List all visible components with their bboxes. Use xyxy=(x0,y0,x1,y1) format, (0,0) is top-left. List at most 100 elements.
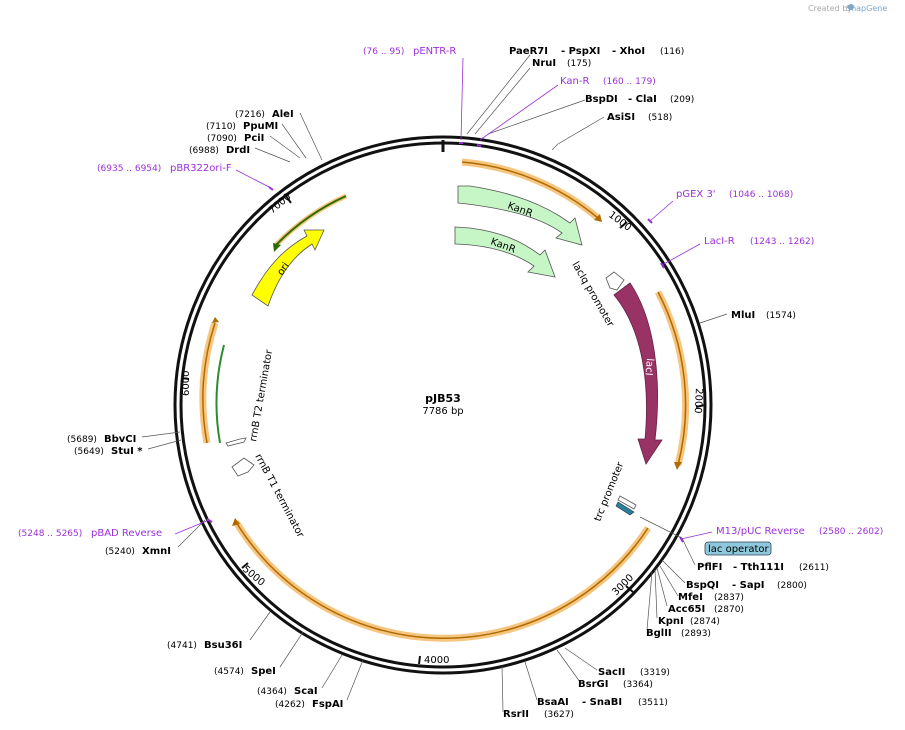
enzyme-pos-rsrii: (3627) xyxy=(544,710,574,720)
laci-arrow[interactable] xyxy=(613,282,663,465)
enzyme-pspxi[interactable]: - PspXI xyxy=(561,46,600,57)
laciq-promoter-arrow[interactable] xyxy=(605,271,625,291)
enzyme-xhoi[interactable]: - XhoI xyxy=(612,46,645,57)
rrnb-t1-arrow[interactable] xyxy=(231,457,255,477)
enzyme-mfei[interactable]: MfeI xyxy=(678,592,703,603)
rrnb-t2-arrow[interactable] xyxy=(225,437,247,447)
leader-xmni xyxy=(177,519,206,548)
primer-mark-kan-r xyxy=(476,144,482,147)
leader-m13 xyxy=(680,531,713,540)
primer-kan-r[interactable]: Kan-R xyxy=(560,76,589,87)
enzyme-fspai[interactable]: FspAI xyxy=(312,699,343,710)
ori-arrow[interactable] xyxy=(251,229,325,307)
primer-pgex[interactable]: pGEX 3' xyxy=(676,189,716,200)
primer-pbr322[interactable]: pBR322ori-F xyxy=(170,163,232,174)
enzyme-pos-mlui: (1574) xyxy=(766,311,796,321)
primer-pos-m13: (2580 .. 2602) xyxy=(819,527,883,537)
enzyme-pflfi[interactable]: PflFI xyxy=(697,562,722,573)
orf-arc-1-head xyxy=(594,214,602,222)
primer-leader-lines xyxy=(174,57,713,540)
orf-arcs xyxy=(199,158,690,642)
enzyme-pos-bsu36i: (4741) xyxy=(167,641,197,651)
leader-lines xyxy=(141,54,728,713)
enzyme-scai[interactable]: ScaI xyxy=(294,686,318,697)
leader-mfei xyxy=(659,565,679,597)
enzyme-nrui[interactable]: NruI xyxy=(532,58,556,69)
plasmid-length: 7786 bp xyxy=(422,406,463,417)
leader-pgex xyxy=(649,200,674,222)
tick-marks xyxy=(180,195,706,665)
tick-2000 xyxy=(695,404,706,408)
leader-kan-r xyxy=(479,84,559,141)
leader-scai xyxy=(321,654,343,689)
orf-arc-1-line xyxy=(461,161,599,219)
tick-5000 xyxy=(241,562,249,569)
leader-pbr322 xyxy=(235,169,272,189)
enzyme-pos-acc65i: (2870) xyxy=(714,605,744,615)
primer-m13[interactable]: M13/pUC Reverse xyxy=(716,526,805,537)
orf-arc-2-line xyxy=(657,291,687,466)
enzyme-tth111i[interactable]: - Tth111I xyxy=(733,562,784,573)
orf-arc-2 xyxy=(654,290,690,466)
primer-mark-laci-r xyxy=(660,262,665,269)
enzyme-bspdi[interactable]: BspDI xyxy=(585,94,618,105)
leader-nrui xyxy=(474,67,531,135)
enzyme-pos-snabi: (3511) xyxy=(638,698,668,708)
primer-mark-pbad xyxy=(206,518,213,523)
lac-operator-box[interactable] xyxy=(704,541,772,556)
tick-3000 xyxy=(625,585,634,593)
credit-text: Created by xyxy=(808,4,852,13)
enzyme-spei[interactable]: SpeI xyxy=(251,666,276,677)
enzyme-bsrgi[interactable]: BsrGI xyxy=(578,679,608,690)
tick-label-7000: 7000 xyxy=(267,192,294,217)
orf-arc-3 xyxy=(233,520,651,642)
kanr-arrow-2[interactable] xyxy=(454,226,556,278)
enzyme-pos-stui: (5649) xyxy=(74,447,104,457)
leader-stui xyxy=(147,439,182,450)
enzyme-bsaai[interactable]: BsaAI xyxy=(537,697,569,708)
enzyme-bbvci[interactable]: BbvCI xyxy=(104,434,136,445)
primer-mark-m13 xyxy=(679,536,684,543)
orf-arc-3-line xyxy=(235,521,649,640)
enzyme-bglii[interactable]: BglII xyxy=(646,628,672,639)
enzyme-bspqi[interactable]: BspQI xyxy=(686,580,719,591)
enzyme-drdi[interactable]: DrdI xyxy=(226,145,250,156)
enzyme-alei[interactable]: AleI xyxy=(272,109,294,120)
tick-label-6000: 6000 xyxy=(181,371,192,396)
enzyme-rsrii[interactable]: RsrII xyxy=(503,709,529,720)
enzyme-stui[interactable]: StuI * xyxy=(111,446,143,457)
primer-laci-r[interactable]: LacI-R xyxy=(704,236,735,247)
primer-pbad[interactable]: pBAD Reverse xyxy=(91,528,162,539)
leader-pbad xyxy=(174,519,210,535)
enzyme-mlui[interactable]: MluI xyxy=(731,310,755,321)
leader-acc65i xyxy=(656,567,668,607)
kanr-arrow-1[interactable] xyxy=(457,185,583,246)
laciq-promoter-label: lacIq promoter xyxy=(569,260,616,330)
snapgene-logo-icon xyxy=(848,4,854,10)
enzyme-xmni[interactable]: XmnI xyxy=(142,546,171,557)
trc-operator-box[interactable] xyxy=(615,501,635,516)
leader-pflfi xyxy=(639,516,696,566)
enzyme-kpni[interactable]: KpnI xyxy=(658,616,684,627)
trc-promoter-label: trc promoter xyxy=(593,460,627,523)
tick-label-2000: 2000 xyxy=(692,388,704,414)
enzyme-bsu36i[interactable]: Bsu36I xyxy=(204,640,242,651)
trc-promoter-arrow[interactable] xyxy=(617,495,637,510)
orf-arc-4-line xyxy=(202,322,216,444)
enzyme-sacii[interactable]: SacII xyxy=(598,667,625,678)
enzyme-clai[interactable]: - ClaI xyxy=(628,94,657,105)
enzyme-paer7i[interactable]: PaeR7I xyxy=(509,46,548,57)
enzyme-pos-bglii: (2893) xyxy=(681,629,711,639)
orf-arc-6-head xyxy=(273,243,281,252)
primer-pentr-r[interactable]: pENTR-R xyxy=(413,46,456,57)
primer-pos-kan-r: (160 .. 179) xyxy=(603,77,656,87)
enzyme-acc65i[interactable]: Acc65I xyxy=(668,604,705,615)
enzyme-asisi[interactable]: AsiSI xyxy=(607,112,635,123)
leader-bbvci xyxy=(141,431,181,438)
enzyme-snabi[interactable]: - SnaBI xyxy=(582,697,622,708)
enzyme-sapi[interactable]: - SapI xyxy=(732,580,764,591)
enzyme-pos-mfei: (2837) xyxy=(714,593,744,603)
leader-bglii xyxy=(646,571,653,631)
enzyme-pcii[interactable]: PciI xyxy=(244,133,264,144)
enzyme-ppumi[interactable]: PpuMI xyxy=(243,121,278,132)
